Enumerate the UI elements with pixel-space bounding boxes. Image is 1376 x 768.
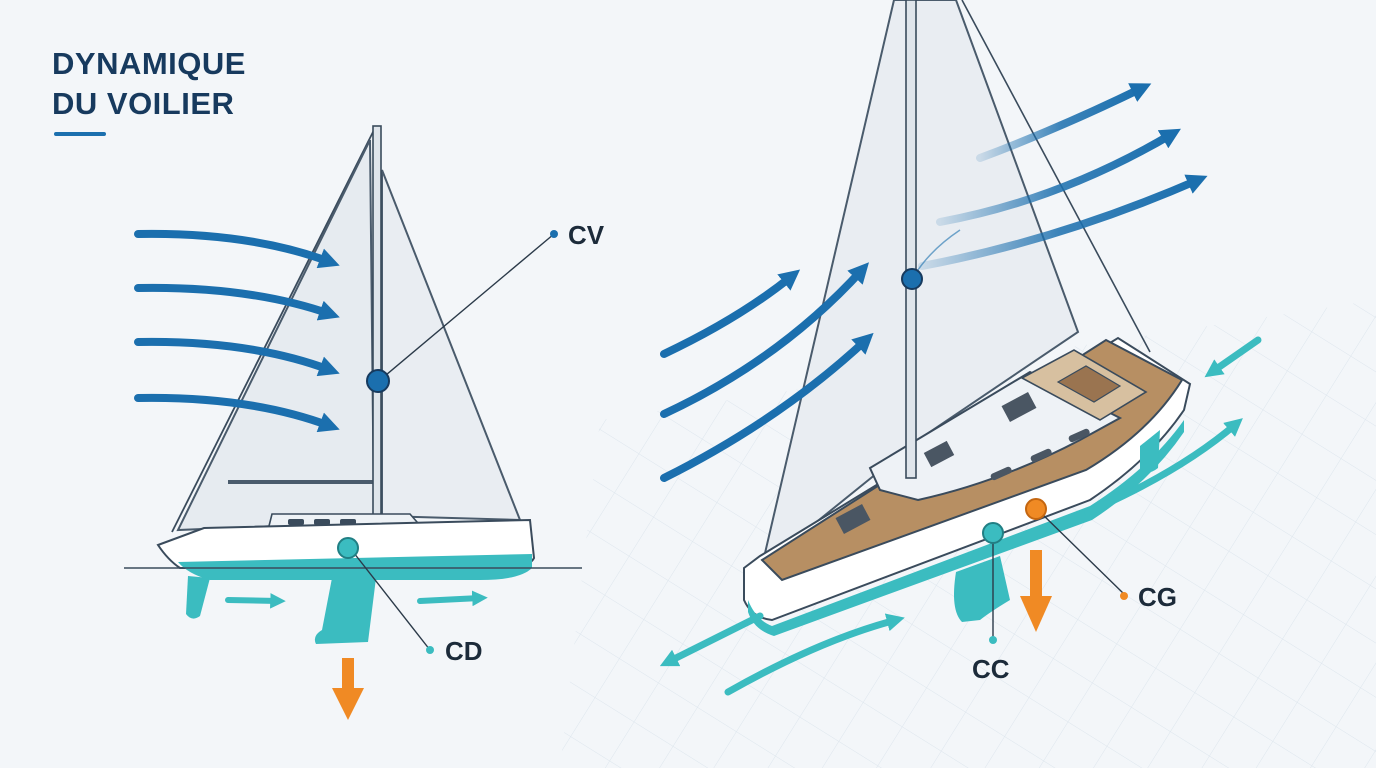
cd-label: CD [445, 636, 483, 666]
cv-label: CV [568, 220, 605, 250]
title-underline [54, 132, 106, 136]
title-line-1: DYNAMIQUE [52, 46, 246, 81]
cc-label: CC [972, 654, 1010, 684]
side-view-boat [124, 125, 582, 644]
water-flow-arrows-side [225, 590, 488, 609]
main-sail [381, 169, 522, 522]
keel-iso [954, 556, 1010, 622]
cv-marker [366, 230, 558, 393]
mast [372, 125, 382, 527]
cg-marker [1025, 498, 1128, 600]
gravity-arrow-iso [1020, 550, 1052, 632]
wind-arrows-iso-in [660, 262, 874, 482]
cv-marker-iso [901, 268, 923, 290]
title-line-2: DU VOILIER [52, 86, 235, 121]
diagram-title: DYNAMIQUE DU VOILIER [52, 44, 246, 124]
wind-arrows-iso-out [918, 83, 1208, 270]
cg-label: CG [1138, 582, 1177, 612]
gravity-arrow-side [332, 658, 364, 720]
mast-iso [905, 0, 917, 479]
rudder [186, 576, 210, 619]
water-flow-arrows-iso [659, 336, 1262, 696]
wind-arrows-side [134, 229, 340, 433]
cc-marker [982, 522, 1004, 644]
rudder-iso [1140, 430, 1160, 473]
keel [314, 578, 376, 644]
jib-sail [176, 139, 376, 532]
cd-marker [337, 537, 434, 654]
